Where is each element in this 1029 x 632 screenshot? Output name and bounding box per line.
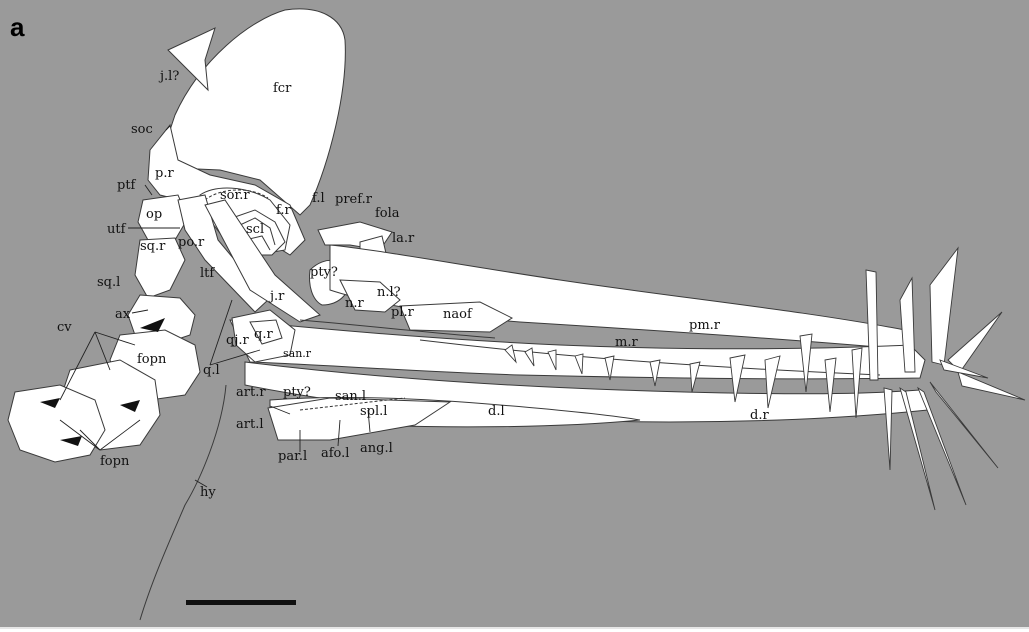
label-sql: sq.l <box>97 275 120 290</box>
label-ql: q.l <box>203 363 220 378</box>
label-spll: spl.l <box>360 404 387 419</box>
label-qr: q.r <box>254 327 273 342</box>
label-fola: fola <box>375 206 400 221</box>
label-pty2: pty? <box>283 385 311 400</box>
label-jl: j.l? <box>158 69 179 84</box>
jugal-right-bar <box>204 199 321 323</box>
foramen-dark-4 <box>60 436 82 446</box>
surangular-dash <box>299 397 406 411</box>
label-afol: afo.l <box>321 446 349 461</box>
frontal-crest-bone <box>159 8 346 216</box>
leader-lines <box>59 125 371 488</box>
label-op: op <box>146 207 162 222</box>
label-parl: par.l <box>278 449 307 464</box>
label-utf: utf <box>107 222 127 237</box>
label-fr: f.r <box>276 203 291 218</box>
label-jr: j.r <box>268 289 285 304</box>
label-nr: n.r <box>345 296 365 311</box>
maxilla-bone <box>229 319 926 380</box>
label-scl: scl <box>246 222 264 237</box>
nasal-bone <box>339 279 401 313</box>
foramen-dark-1 <box>140 318 165 332</box>
anatomical-labels: j.l? fcr soc p.r ptf sor.r f.r f.l pref.… <box>57 69 769 500</box>
label-fopn2: fopn <box>100 454 130 469</box>
label-angl: ang.l <box>360 441 393 456</box>
quadratojugal <box>249 319 283 345</box>
label-ltf: ltf <box>200 266 215 281</box>
hyoid-bone <box>139 384 227 621</box>
label-artr: art.r <box>236 385 266 400</box>
cervical-vertebra-3 <box>7 384 106 463</box>
label-qjr: qj.r <box>226 333 249 348</box>
label-sqr: sq.r <box>140 239 166 254</box>
label-ax: ax <box>115 307 131 322</box>
jaw-line <box>419 339 881 376</box>
squamosal-right <box>134 237 186 299</box>
foramen-dark-2 <box>40 398 60 408</box>
label-nl: n.l? <box>377 285 401 300</box>
postorbital-bar <box>177 194 269 313</box>
teeth <box>504 246 1026 511</box>
label-por: po.r <box>178 235 205 250</box>
label-sanl: san.l <box>335 389 366 404</box>
label-plr: pl.r <box>391 305 415 320</box>
label-hy: hy <box>200 485 216 500</box>
label-artl: art.l <box>236 417 263 432</box>
label-mr: m.r <box>615 335 638 350</box>
label-fcr: fcr <box>273 81 292 96</box>
label-sanr: san.r <box>283 347 312 360</box>
label-ptf: ptf <box>117 178 137 193</box>
label-pmr: pm.r <box>689 318 721 333</box>
label-soc: soc <box>131 122 153 137</box>
mandible-left-posterior <box>267 397 452 441</box>
palatine-line <box>299 319 496 339</box>
label-fopn1: fopn <box>137 352 167 367</box>
antorbital-fenestra <box>399 301 514 333</box>
scale-bar <box>186 600 296 605</box>
label-dr: d.r <box>750 408 769 423</box>
label-dl: d.l <box>488 404 505 419</box>
label-sorr: sor.r <box>220 188 250 203</box>
jugal-left-bone <box>167 27 216 92</box>
panel-letter: a <box>10 12 25 42</box>
label-pr: p.r <box>155 166 174 181</box>
label-naof: naof <box>443 307 473 322</box>
label-pty1: pty? <box>310 265 338 280</box>
label-fl: f.l <box>312 191 325 206</box>
supraorbital-dash <box>204 189 269 201</box>
foramen-dark-3 <box>120 400 140 412</box>
label-lar: la.r <box>392 231 415 246</box>
label-cv: cv <box>57 320 72 335</box>
label-prefr: pref.r <box>335 192 373 207</box>
